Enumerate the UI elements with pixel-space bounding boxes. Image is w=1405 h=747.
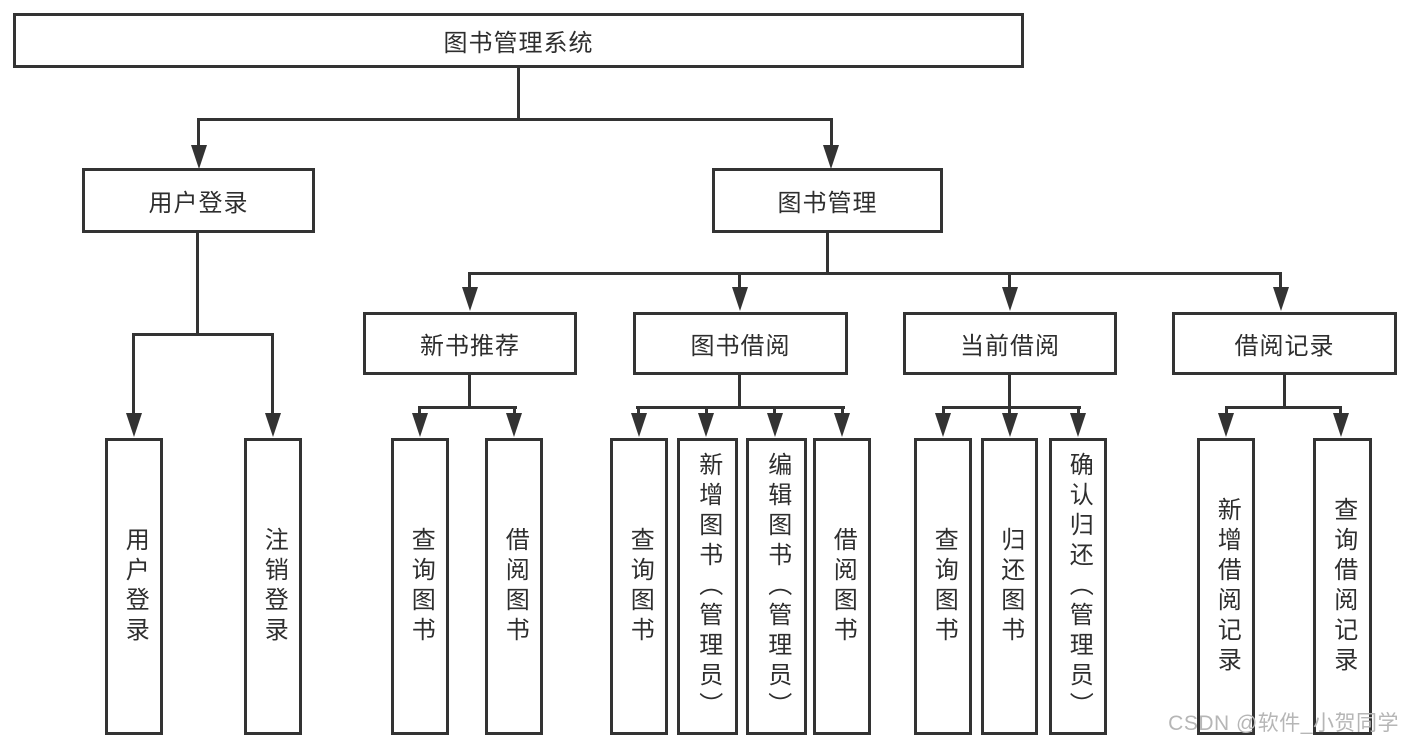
leaf-add-borrow-record: 新增借阅记录 bbox=[1197, 438, 1255, 735]
leaf-label: 用户登录 bbox=[121, 526, 149, 647]
connector-newbook-rail bbox=[418, 406, 517, 409]
connector-records-trunk bbox=[1283, 375, 1286, 408]
arrow-down-icon bbox=[412, 413, 428, 437]
leaf-add-books-admin: 新增图书（管理员） bbox=[677, 438, 738, 735]
arrow-down-icon bbox=[1002, 287, 1018, 311]
leaf-label: 查询图书 bbox=[930, 526, 958, 647]
arrow-down-icon bbox=[935, 413, 951, 437]
arrow-down-icon bbox=[1333, 413, 1349, 437]
leaf-label: 注销登录 bbox=[260, 526, 288, 647]
connector-current-trunk bbox=[1008, 375, 1011, 408]
connector-root-rail bbox=[197, 118, 833, 121]
node-borrow-records: 借阅记录 bbox=[1172, 312, 1397, 375]
connector-borrow-drop bbox=[841, 406, 844, 416]
connector-bookmgmt-rail bbox=[468, 272, 1282, 275]
csdn-watermark: CSDN @软件_小贺同学 bbox=[1168, 712, 1399, 735]
leaf-label: 编辑图书（管理员） bbox=[763, 451, 791, 722]
connector-records-rail bbox=[1225, 406, 1342, 409]
connector-root-trunk bbox=[517, 66, 520, 120]
arrow-down-icon bbox=[834, 413, 850, 437]
leaf-label: 新增图书（管理员） bbox=[694, 451, 722, 722]
arrow-down-icon bbox=[823, 145, 839, 169]
arrow-down-icon bbox=[698, 413, 714, 437]
leaf-query-books: 查询图书 bbox=[914, 438, 972, 735]
leaf-query-borrow-record: 查询借阅记录 bbox=[1313, 438, 1372, 735]
connector-records-drop bbox=[1225, 406, 1228, 416]
connector-current-rail bbox=[942, 406, 1081, 409]
arrow-down-icon bbox=[1002, 413, 1018, 437]
leaf-logout: 注销登录 bbox=[244, 438, 302, 735]
leaf-query-books: 查询图书 bbox=[610, 438, 668, 735]
connector-newbook-drop bbox=[513, 406, 516, 416]
connector-borrow-drop bbox=[773, 406, 776, 416]
arrow-down-icon bbox=[265, 413, 281, 437]
leaf-label: 归还图书 bbox=[996, 526, 1024, 647]
node-root-library-system: 图书管理系统 bbox=[13, 13, 1024, 68]
connector-userlogin-drop bbox=[271, 333, 274, 415]
connector-current-drop bbox=[942, 406, 945, 416]
leaf-return-books: 归还图书 bbox=[981, 438, 1038, 735]
leaf-user-login: 用户登录 bbox=[105, 438, 163, 735]
connector-newbook-drop bbox=[418, 406, 421, 416]
leaf-label: 借阅图书 bbox=[829, 526, 857, 647]
arrow-down-icon bbox=[462, 287, 478, 311]
arrow-down-icon bbox=[506, 413, 522, 437]
leaf-label: 确认归还（管理员） bbox=[1065, 451, 1093, 722]
leaf-query-books: 查询图书 bbox=[391, 438, 449, 735]
connector-userlogin-drop bbox=[132, 333, 135, 415]
arrow-down-icon bbox=[1070, 413, 1086, 437]
arrow-down-icon bbox=[732, 287, 748, 311]
arrow-down-icon bbox=[126, 413, 142, 437]
connector-bookmgmt-drop bbox=[468, 272, 471, 290]
arrow-down-icon bbox=[1273, 287, 1289, 311]
connector-newbook-trunk bbox=[468, 375, 471, 408]
leaf-borrow-books: 借阅图书 bbox=[485, 438, 543, 735]
leaf-label: 借阅图书 bbox=[501, 526, 529, 647]
arrow-down-icon bbox=[767, 413, 783, 437]
connector-userlogin-rail bbox=[132, 333, 274, 336]
connector-current-drop bbox=[1077, 406, 1080, 416]
leaf-label: 查询图书 bbox=[626, 526, 654, 647]
leaf-edit-books-admin: 编辑图书（管理员） bbox=[746, 438, 807, 735]
connector-bookmgmt-drop bbox=[1008, 272, 1011, 290]
connector-borrow-trunk bbox=[738, 375, 741, 408]
node-book-management: 图书管理 bbox=[712, 168, 943, 233]
node-current-borrow: 当前借阅 bbox=[903, 312, 1117, 375]
leaf-label: 查询图书 bbox=[407, 526, 435, 647]
node-book-borrow: 图书借阅 bbox=[633, 312, 848, 375]
connector-borrow-drop bbox=[705, 406, 708, 416]
connector-bookmgmt-drop bbox=[738, 272, 741, 290]
connector-userlogin-trunk bbox=[196, 232, 199, 335]
node-user-login: 用户登录 bbox=[82, 168, 315, 233]
connector-current-drop bbox=[1008, 406, 1011, 416]
leaf-label: 查询借阅记录 bbox=[1329, 496, 1357, 677]
connector-root-drop-right bbox=[830, 118, 833, 150]
connector-bookmgmt-drop bbox=[1279, 272, 1282, 290]
arrow-down-icon bbox=[1218, 413, 1234, 437]
arrow-down-icon bbox=[191, 145, 207, 169]
leaf-confirm-return-admin: 确认归还（管理员） bbox=[1049, 438, 1107, 735]
connector-borrow-drop bbox=[637, 406, 640, 416]
connector-records-drop bbox=[1339, 406, 1342, 416]
connector-root-drop-left bbox=[197, 118, 200, 150]
connector-bookmgmt-trunk bbox=[826, 232, 829, 274]
leaf-label: 新增借阅记录 bbox=[1213, 496, 1241, 677]
node-new-book-recommend: 新书推荐 bbox=[363, 312, 577, 375]
leaf-borrow-books: 借阅图书 bbox=[813, 438, 871, 735]
connector-borrow-rail bbox=[636, 406, 845, 409]
arrow-down-icon bbox=[631, 413, 647, 437]
